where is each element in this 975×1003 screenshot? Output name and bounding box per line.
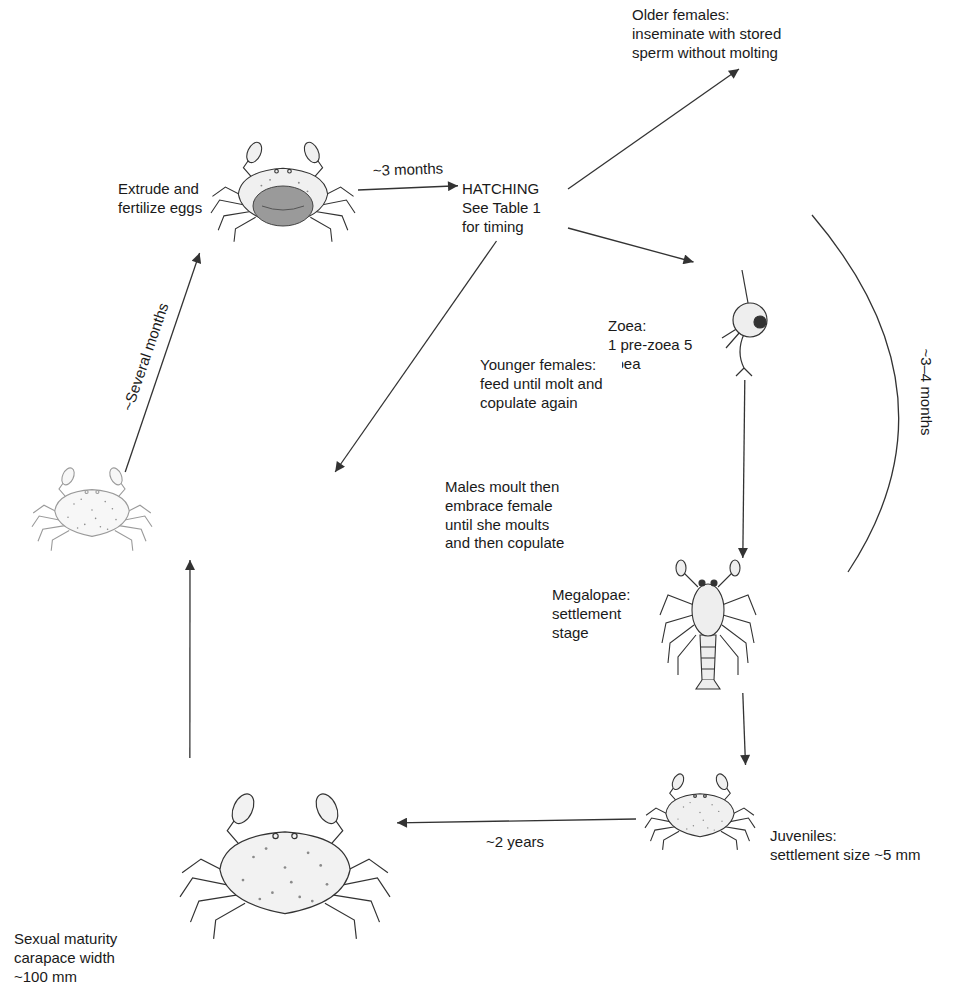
stage-text: settlement size ~5 mm <box>770 846 930 865</box>
stage-text: Extrude and fertilize eggs <box>118 180 218 218</box>
cycle-arrow <box>568 228 694 262</box>
stage-label: Zoea:1 pre-zoea 5 zoea <box>608 262 798 380</box>
stage-label: Extrude and fertilize eggs <box>118 148 358 253</box>
cycle-arrow <box>743 693 746 765</box>
stage-text: Zoea: <box>608 317 693 336</box>
adult-crab <box>180 790 390 938</box>
stage-label: Males moult then embrace female until sh… <box>15 472 595 560</box>
stage-text: Sexual maturity carapace width ~100 mm <box>14 930 132 986</box>
mating-crab <box>32 466 152 551</box>
stage-text: Juveniles: <box>770 827 930 846</box>
stage-label: Juveniles:settlement size ~5 mm <box>636 765 932 873</box>
zoea-larva <box>722 270 767 376</box>
stage-label: HATCHING See Table 1 for timing <box>458 176 568 241</box>
cycle-arrow <box>397 819 636 823</box>
duration-label: ~3 months <box>370 159 445 180</box>
stage-label: Megalopae:settlement stage <box>552 558 764 693</box>
stage-label: Older females:inseminate with stored spe… <box>628 2 813 69</box>
cycle-arrow <box>743 380 745 558</box>
duration-label: ~3–4 months <box>917 346 936 437</box>
berried-female-crab <box>211 140 355 242</box>
stage-text: HATCHING See Table 1 for timing <box>462 180 562 236</box>
cycle-arrow <box>189 560 190 758</box>
stage-label: Sexual maturity carapace width ~100 mm <box>12 758 397 998</box>
duration-label: ~Several months <box>118 298 174 415</box>
stage-text: Megalopae: <box>552 586 647 605</box>
cycle-arrow <box>358 186 458 190</box>
cycle-arrow <box>335 241 496 472</box>
juvenile-crab <box>645 772 755 850</box>
stage-text: Males moult then embrace female until sh… <box>445 478 577 553</box>
stage-text: settlement stage <box>552 605 647 643</box>
note-label: Younger females: feed until molt and cop… <box>478 356 622 412</box>
duration-bracket <box>812 215 899 572</box>
stage-text: Older females: <box>632 6 802 25</box>
megalopa-larva <box>660 560 756 689</box>
stage-text: inseminate with stored sperm without mol… <box>632 25 802 63</box>
duration-label: ~2 years <box>484 833 546 852</box>
cycle-arrow <box>568 69 739 189</box>
